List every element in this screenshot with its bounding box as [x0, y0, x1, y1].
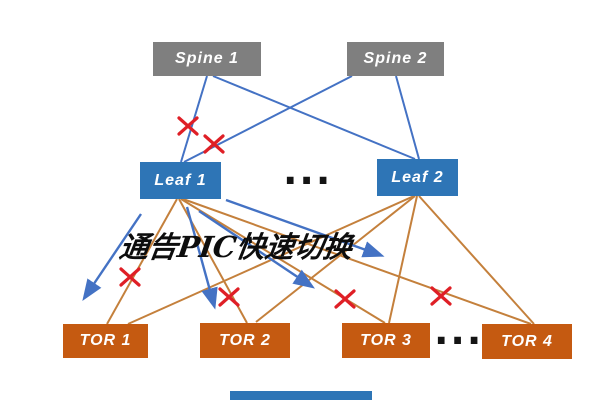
spine-leaf-link — [212, 75, 416, 160]
leaf-1-node: Leaf 1 — [140, 162, 221, 199]
tor-1-label: TOR 1 — [79, 332, 132, 349]
switchover-arrow — [198, 210, 315, 289]
tor-3-label: TOR 3 — [360, 331, 412, 349]
failure-x-icon — [119, 267, 141, 287]
leaf-2-node: Leaf 2 — [377, 159, 458, 196]
tor-3-node: TOR 3 — [342, 323, 430, 358]
leaf-tor-link — [255, 195, 416, 323]
leaf-2-label: Leaf 2 — [391, 168, 444, 186]
spine-1-node: Spine 1 — [153, 42, 261, 76]
spine-2-label: Spine 2 — [363, 50, 428, 67]
pic-switchover-annotation: 通告PIC快速切换 — [117, 230, 355, 264]
tor-2-label: TOR 2 — [219, 331, 271, 349]
leaf-tor-link — [418, 195, 535, 325]
failure-x-icon — [177, 116, 199, 136]
failure-x-icon — [218, 287, 240, 307]
failure-x-icon — [430, 286, 452, 306]
leaf-1-label: Leaf 1 — [154, 171, 207, 189]
leaf-tor-link — [106, 198, 178, 325]
failure-x-icon — [334, 289, 356, 309]
switchover-arrow — [82, 213, 142, 301]
tor-4-label: TOR 4 — [501, 332, 553, 350]
tor-2-node: TOR 2 — [200, 323, 290, 358]
leaf-tor-link — [182, 198, 532, 325]
leaf-tor-link — [388, 195, 418, 324]
switchover-arrow — [225, 198, 385, 258]
leaf-row-ellipsis: ... — [283, 149, 333, 193]
spine-1-label: Spine 1 — [175, 50, 239, 67]
tor-1-node: TOR 1 — [63, 324, 148, 358]
switchover-arrow — [185, 206, 218, 310]
tor-4-node: TOR 4 — [482, 324, 572, 359]
spine-leaf-link — [395, 75, 420, 160]
bottom-bar — [230, 391, 372, 400]
spine-2-node: Spine 2 — [347, 42, 444, 76]
tor-row-ellipsis: ... — [434, 309, 484, 353]
failure-x-icon — [203, 134, 225, 154]
